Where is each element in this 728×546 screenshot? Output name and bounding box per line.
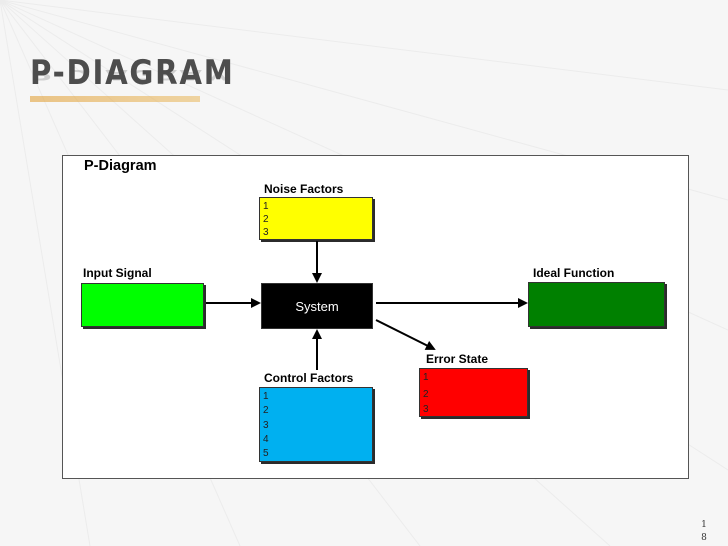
control-factors-box: 1 2 3 4 5	[259, 387, 373, 462]
noise-factor-item: 3	[263, 227, 269, 238]
slide-title: P-DIAGRAM	[30, 53, 235, 93]
control-factor-item: 1	[263, 391, 269, 402]
input-signal-box	[81, 283, 204, 327]
control-factor-item: 4	[263, 434, 269, 445]
noise-factor-item: 1	[263, 201, 269, 212]
input-signal-label: Input Signal	[83, 266, 152, 280]
page-number-digit: 8	[701, 533, 707, 543]
error-state-item: 2	[423, 389, 429, 400]
noise-factors-box: 1 2 3	[259, 197, 373, 240]
noise-factor-item: 2	[263, 214, 269, 225]
control-factor-item: 3	[263, 420, 269, 431]
control-factor-item: 2	[263, 405, 269, 416]
ideal-function-box	[528, 282, 665, 327]
page-number: 1 8	[700, 519, 708, 545]
error-state-box: 1 2 3	[419, 368, 528, 417]
ideal-function-label: Ideal Function	[533, 266, 615, 280]
noise-factors-label: Noise Factors	[264, 182, 344, 196]
control-factor-item: 5	[263, 448, 269, 459]
arrow-system-to-error	[375, 319, 436, 350]
page-number-digit: 1	[701, 520, 707, 530]
diagram-title: P-Diagram	[84, 158, 157, 174]
error-state-label: Error State	[426, 352, 489, 366]
error-state-item: 1	[423, 372, 429, 383]
title-underline	[30, 96, 200, 102]
control-factors-label: Control Factors	[264, 371, 354, 385]
system-label: System	[295, 298, 339, 314]
error-state-item: 3	[423, 404, 429, 415]
system-box	[261, 283, 373, 329]
